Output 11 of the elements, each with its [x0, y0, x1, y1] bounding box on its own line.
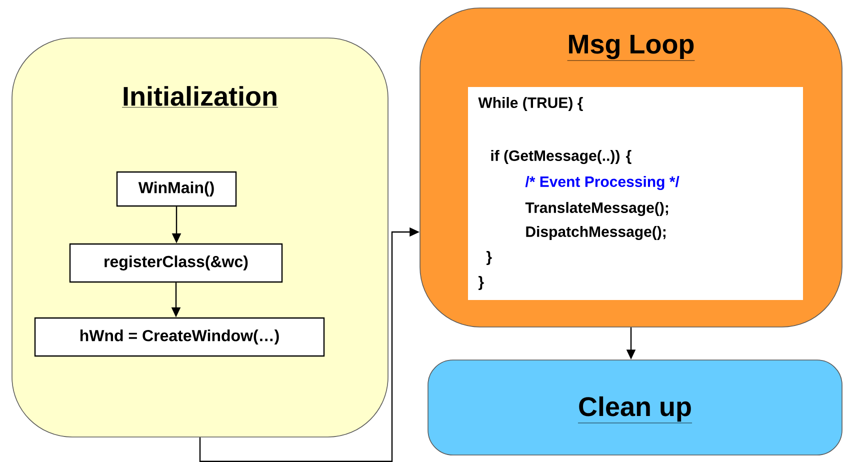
code-line: TranslateMessage(); [525, 202, 668, 216]
code-line: if (GetMessage(..)) { [491, 150, 632, 164]
code-line: } [478, 276, 484, 290]
code-line: While (TRUE) { [478, 97, 583, 111]
code-line: /* Event Processing */ [525, 176, 680, 190]
panel: Clean up [428, 360, 842, 456]
process-box: hWnd = CreateWindow(…) [34, 317, 325, 357]
code-line: } [486, 251, 492, 265]
code-line: DispatchMessage(); [526, 226, 666, 240]
process-box: WinMain() [116, 171, 237, 207]
process-box: registerClass(&wc) [69, 243, 283, 283]
